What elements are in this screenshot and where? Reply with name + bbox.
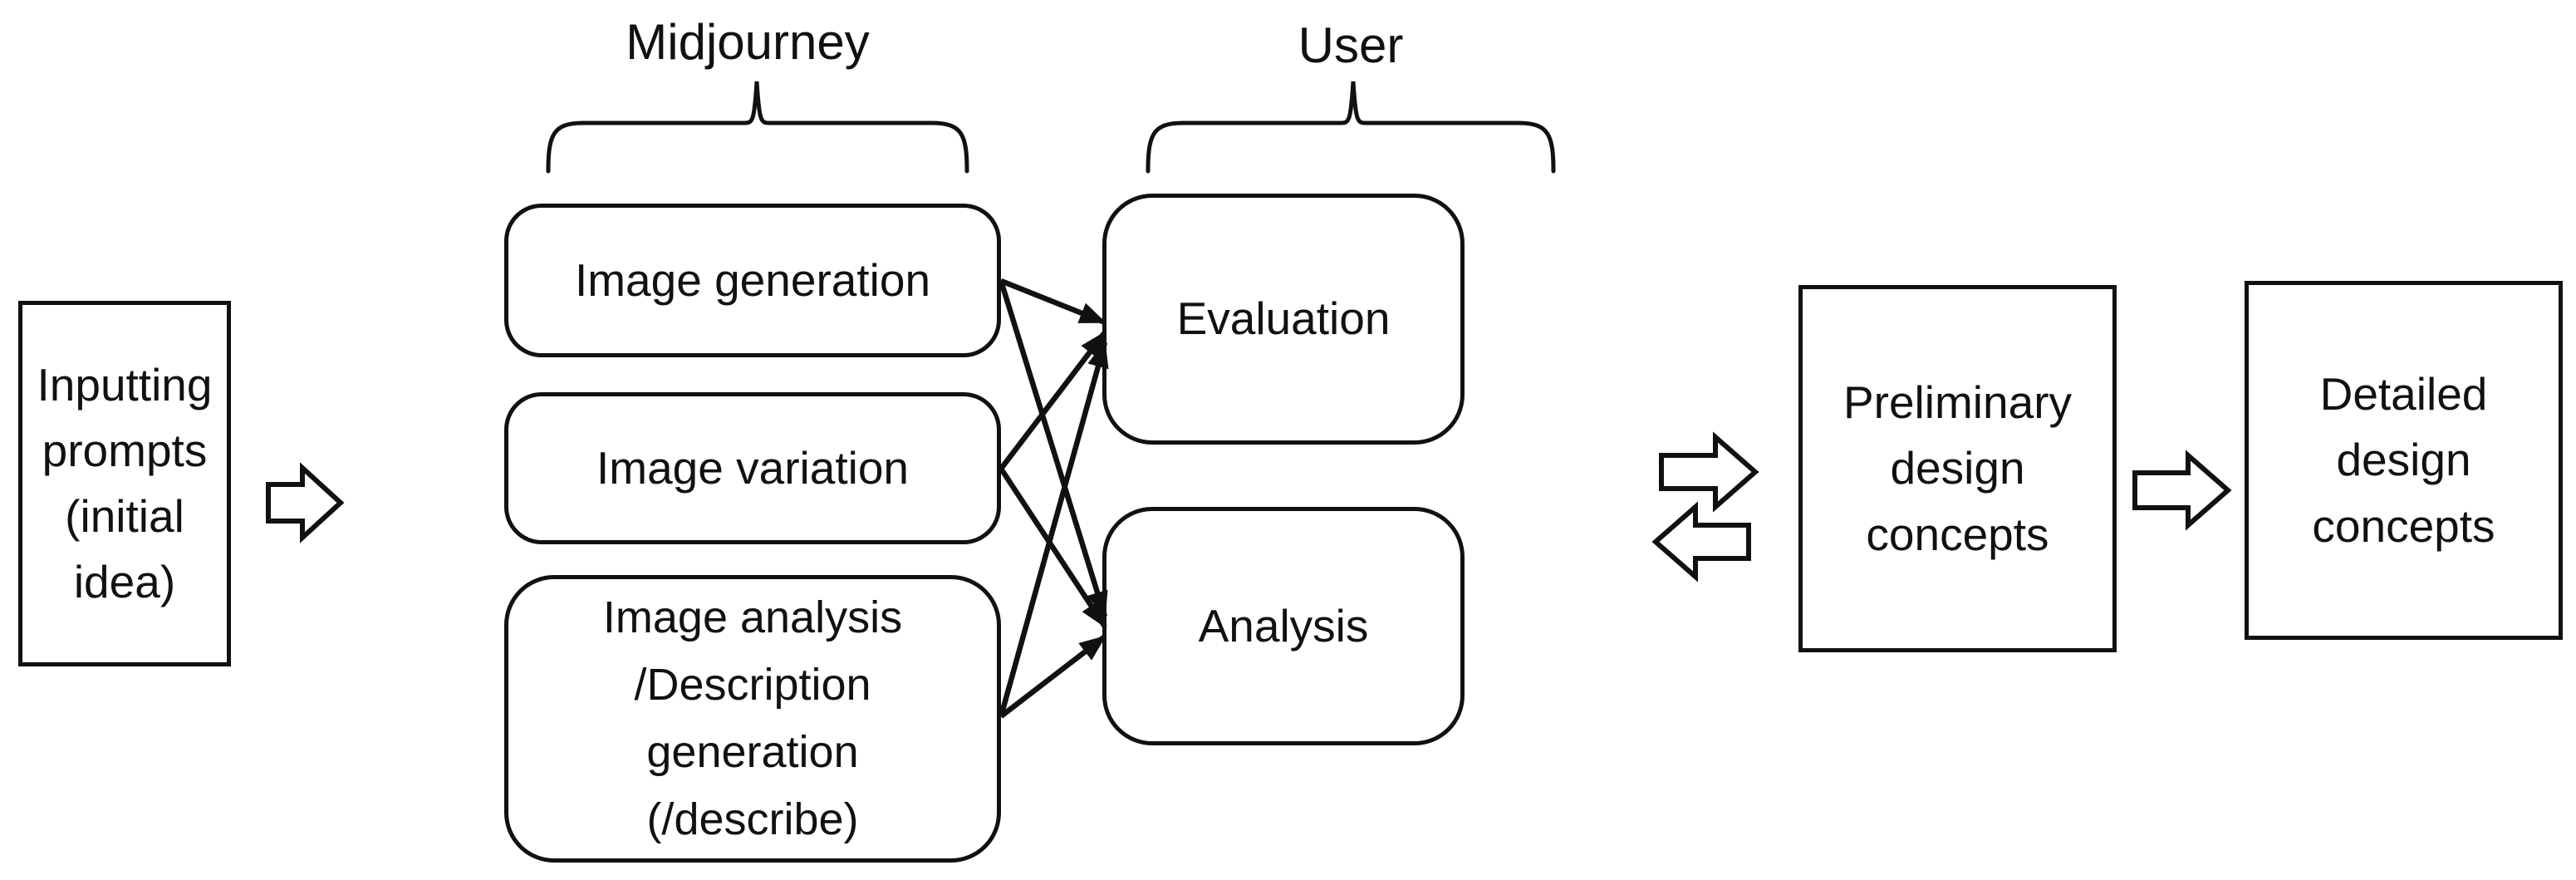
arrow-generation-to-evaluation bbox=[999, 278, 1106, 326]
node-inputting-prompts-label: Inputting prompts (initial idea) bbox=[37, 358, 213, 608]
node-analysis: Analysis bbox=[1102, 507, 1465, 745]
block-arrow-user-to-preliminary bbox=[1659, 431, 1759, 513]
arrow-image-analysis-to-analysis bbox=[999, 634, 1106, 719]
node-image-analysis-label: Image analysis /Description generation (… bbox=[602, 592, 903, 844]
node-detailed-design-concepts: Detailed design concepts bbox=[2245, 281, 2563, 640]
arrow-image-analysis-to-evaluation bbox=[998, 341, 1109, 717]
node-evaluation: Evaluation bbox=[1102, 194, 1465, 445]
arrow-generation-to-analysis bbox=[998, 280, 1108, 618]
group-title-midjourney: Midjourney bbox=[626, 14, 870, 70]
block-arrow-preliminary-to-user bbox=[1651, 501, 1751, 583]
node-preliminary-design-concepts-label: Preliminary design concepts bbox=[1842, 376, 2073, 560]
node-image-generation-label: Image generation bbox=[574, 253, 931, 306]
node-inputting-prompts: Inputting prompts (initial idea) bbox=[18, 301, 231, 666]
node-detailed-design-concepts-label: Detailed design concepts bbox=[2312, 368, 2495, 552]
node-image-variation: Image variation bbox=[504, 392, 1001, 544]
arrow-variation-to-analysis bbox=[999, 467, 1107, 628]
user-brace-icon bbox=[1146, 81, 1556, 174]
block-arrow-input-to-midjourney bbox=[266, 462, 345, 543]
node-image-analysis: Image analysis /Description generation (… bbox=[504, 575, 1001, 863]
group-title-user: User bbox=[1298, 17, 1404, 73]
node-image-variation-label: Image variation bbox=[596, 441, 910, 494]
node-image-generation: Image generation bbox=[504, 204, 1001, 357]
node-evaluation-label: Evaluation bbox=[1176, 293, 1391, 345]
node-preliminary-design-concepts: Preliminary design concepts bbox=[1798, 285, 2117, 652]
block-arrow-preliminary-to-detailed bbox=[2132, 450, 2232, 531]
arrow-variation-to-evaluation bbox=[999, 331, 1107, 470]
midjourney-brace-icon bbox=[546, 81, 969, 174]
node-analysis-label: Analysis bbox=[1198, 599, 1369, 651]
